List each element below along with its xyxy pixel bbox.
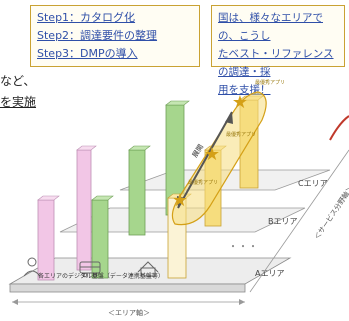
step-1-text: Step1：カタログ化 [37,11,136,24]
y-axis-label: ＜サービス分野軸＞ [312,184,349,241]
area-label-c: Cエリア [298,179,328,188]
callout-line-1: 国は、様々なエリアでの、こうし [218,12,323,42]
platform-label: 各エリアのデジタル基盤（データ連携基盤等） [38,272,164,280]
steps-box: Step1：カタログ化 Step2：調達要件の整理 Step3：DMPの導入 [30,5,200,67]
best-app-label-top: 最優秀アプリ [255,79,285,86]
star-icon-mid: ★ [204,144,220,165]
step-2-text: Step2：調達要件の整理 [37,29,158,42]
highlight-band [171,91,267,226]
house-icon [137,261,159,277]
star-icon-bottom: ★ [172,190,188,211]
x-axis-label: ＜エリア軸＞ [108,308,150,317]
star-icon-top: ★ [232,92,248,113]
step-3-text: Step3：DMPの導入 [37,47,138,60]
ellipsis-dots: ・・・ [228,242,258,253]
x-axis-arrow-right [239,299,245,305]
callout-line-2: たベスト・リファレンスの調達・採 [218,48,334,78]
y-axis-line [249,149,349,293]
expansion-arrow [177,111,233,209]
best-app-label-mid: 最優秀アプリ [226,131,256,138]
text-fragment-top: など、 [0,74,36,88]
best-app-label-bottom: 最優秀アプリ [188,179,218,186]
text-fragment-bottom: を実施 [0,95,37,109]
bus-icon [79,261,101,278]
platform-a-front [9,283,246,293]
person-icon [23,257,41,277]
bar-green-front [91,195,114,279]
red-arc [329,115,349,141]
bar-pink-back [76,145,97,271]
x-axis-arrow-left [12,299,18,305]
bar-pink-front [37,195,60,281]
bar-green-mid [128,145,151,236]
area-label-a: Aエリア [255,269,284,278]
area-label-b: Bエリア [268,217,298,226]
